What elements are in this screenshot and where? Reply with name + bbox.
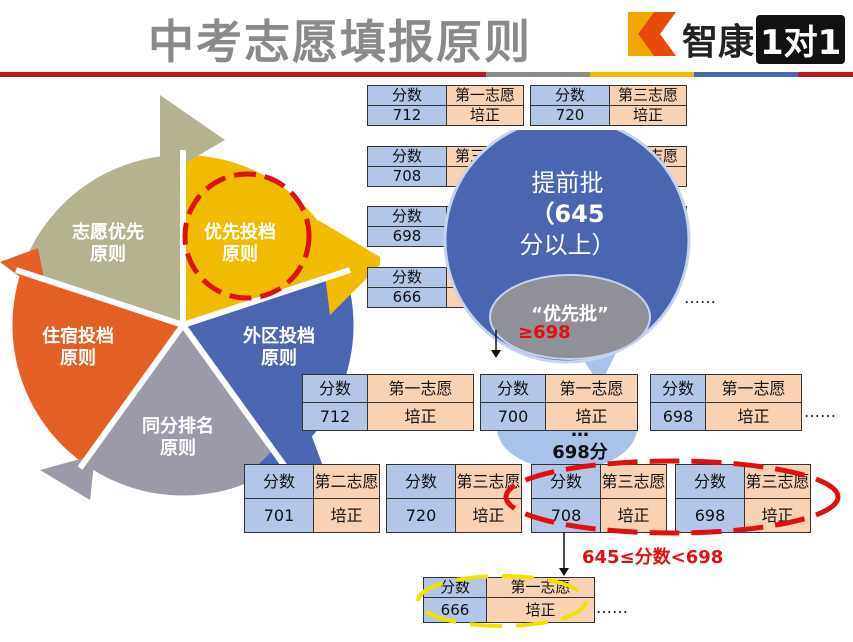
down-arrow-icon bbox=[559, 532, 569, 576]
highlight-ring-priority bbox=[182, 171, 312, 301]
stripe-blue bbox=[694, 72, 798, 77]
bubble-sub2: 分以上） bbox=[519, 231, 616, 259]
highlight-ellipse-lower bbox=[503, 458, 841, 536]
wheel-label-wish: 志愿优先原则 bbox=[72, 222, 144, 265]
bubble-inner-label: “优先批” bbox=[531, 304, 609, 325]
stripe-yellow bbox=[590, 72, 694, 77]
highlight-ellipse-bottom bbox=[416, 574, 588, 628]
ellipsis-bottom: …… bbox=[596, 598, 628, 617]
bubble-title: 提前批 bbox=[531, 169, 604, 197]
slide-title: 中考志愿填报原则 bbox=[148, 15, 532, 69]
bubble-sub1: （645 bbox=[530, 200, 605, 228]
logo-name: 智康 bbox=[682, 22, 755, 63]
range-label: 645≤分数<698 bbox=[582, 547, 724, 568]
bubble-inner-condition: ≥698 bbox=[518, 322, 571, 343]
segment-same-score bbox=[83, 325, 283, 496]
stripe-gray bbox=[486, 72, 590, 77]
wheel-label-boarding: 住宿投档原则 bbox=[42, 326, 114, 369]
title-rule bbox=[0, 72, 853, 77]
wheel-label-outside: 外区投档原则 bbox=[243, 326, 315, 369]
logo-badge: 1对1 bbox=[756, 15, 846, 64]
ellipsis-middle: …… bbox=[804, 402, 836, 421]
cycle-wheel bbox=[0, 95, 380, 500]
segment-boarding bbox=[12, 272, 184, 463]
wheel-label-same-score: 同分排名原则 bbox=[142, 416, 214, 459]
logo-icon bbox=[628, 12, 676, 56]
down-arrow-icon bbox=[491, 330, 501, 358]
wheel-label-priority: 优先投档原则 bbox=[204, 222, 276, 265]
ellipsis-top: …… bbox=[684, 288, 716, 307]
bubble-inner bbox=[489, 274, 651, 360]
arrow-head-olive bbox=[160, 95, 225, 178]
bubble-text: 提前批 （645 分以上） bbox=[480, 168, 655, 261]
